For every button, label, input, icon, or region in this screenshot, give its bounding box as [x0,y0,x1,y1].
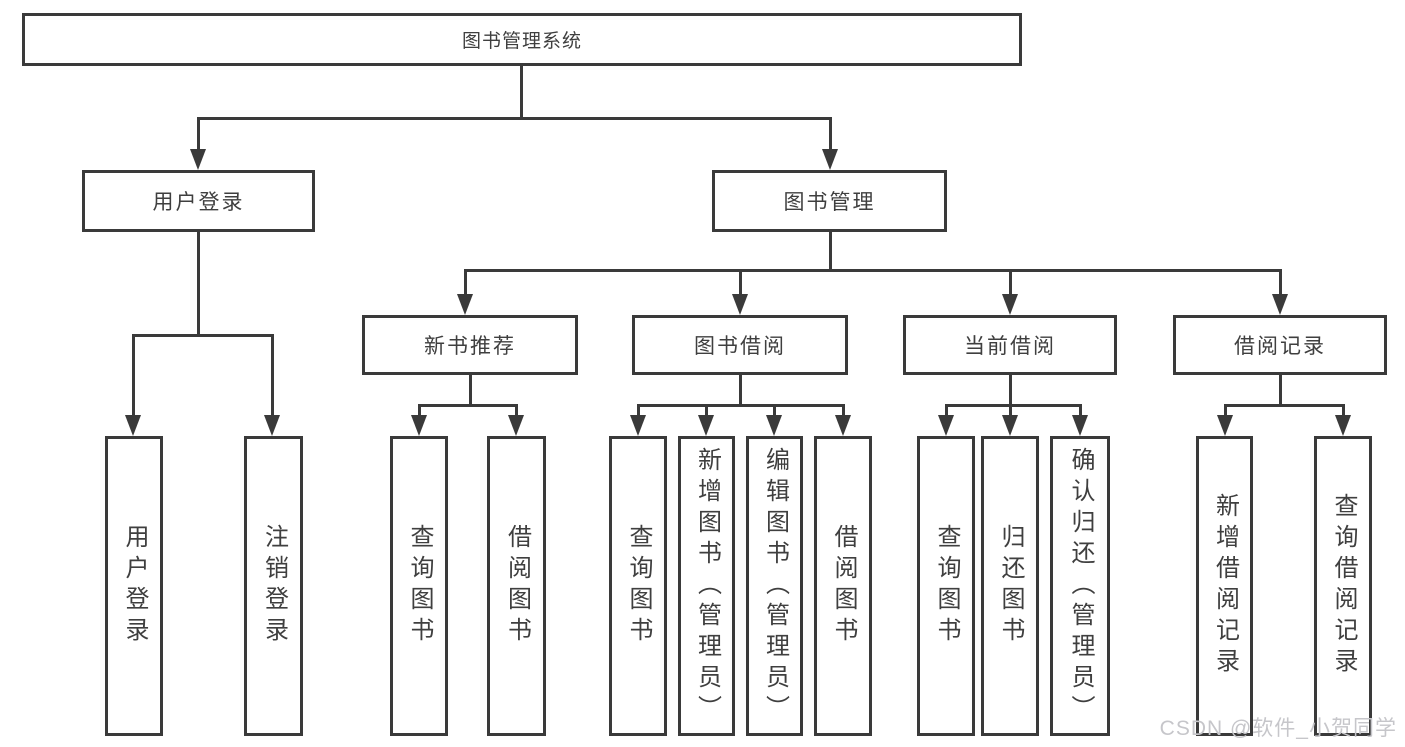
connector-arrow [1272,294,1288,315]
node-book-borrowing: 图书借阅 [632,315,848,375]
node-label: 编辑图书（管理员） [761,446,789,726]
leaf-add-books-admin: 新增图书（管理员） [678,436,735,736]
leaf-user-login: 用户登录 [105,436,163,736]
leaf-query-books-borrowing: 查询图书 [609,436,667,736]
connector-line [829,232,832,271]
connector-arrow [766,415,782,436]
node-new-book-recommend: 新书推荐 [362,315,578,375]
connector-line [464,269,1282,272]
node-label: 借阅记录 [1234,335,1326,358]
connector-arrow [508,415,524,436]
connector-arrow [630,415,646,436]
connector-line [418,404,518,407]
connector-line [829,117,832,157]
connector-line [271,334,274,424]
node-label: 归还图书 [997,524,1024,648]
node-label: 用户登录 [152,191,245,214]
connector-line [1009,269,1012,304]
connector-line [637,404,845,407]
connector-arrow [1072,415,1088,436]
node-label: 查询借阅记录 [1330,493,1357,679]
connector-arrow [732,294,748,315]
node-label: 注销登录 [260,524,288,648]
node-label: 借阅图书 [503,524,531,648]
leaf-edit-books-admin: 编辑图书（管理员） [746,436,803,736]
connector-arrow [1002,294,1018,315]
connector-arrow [1002,415,1018,436]
node-label: 查询图书 [625,524,652,648]
node-label: 用户登录 [121,524,148,648]
connector-arrow [1217,415,1233,436]
node-label: 确认归还（管理员） [1067,446,1094,726]
node-book-management-system: 图书管理系统 [22,13,1022,66]
node-label: 新增图书（管理员） [693,446,721,726]
node-borrowing-records: 借阅记录 [1173,315,1387,375]
connector-arrow [264,415,280,436]
leaf-query-books-current: 查询图书 [917,436,975,736]
connector-line [1279,269,1282,304]
connector-line [739,269,742,304]
connector-line [1224,404,1345,407]
node-label: 查询图书 [933,524,960,648]
connector-arrow [698,415,714,436]
connector-line [132,334,135,424]
leaf-return-books: 归还图书 [981,436,1039,736]
node-label: 新书推荐 [424,335,516,358]
csdn-watermark: CSDN @软件_小贺同学 [1159,717,1397,740]
connector-line [469,374,472,406]
connector-arrow [457,294,473,315]
node-label: 借阅图书 [830,524,857,648]
connector-line [197,232,200,336]
leaf-add-borrow-record: 新增借阅记录 [1196,436,1253,736]
leaf-borrow-books: 借阅图书 [814,436,872,736]
leaf-borrow-books-recommend: 借阅图书 [487,436,546,736]
connector-arrow [411,415,427,436]
connector-line [945,404,1082,407]
leaf-query-borrow-record: 查询借阅记录 [1314,436,1372,736]
connector-arrow [125,415,141,436]
connector-line [739,374,742,406]
connector-line [132,334,274,337]
connector-line [464,269,467,304]
node-label: 新增借阅记录 [1211,493,1239,679]
node-current-borrowing: 当前借阅 [903,315,1117,375]
node-label: 图书借阅 [694,335,786,358]
connector-arrow [938,415,954,436]
connector-line [197,117,832,120]
connector-arrow [835,415,851,436]
connector-line [1279,374,1282,406]
leaf-query-books-recommend: 查询图书 [390,436,448,736]
node-user-login: 用户登录 [82,170,315,232]
leaf-logout: 注销登录 [244,436,303,736]
connector-line [1009,374,1012,406]
node-book-management: 图书管理 [712,170,947,232]
connector-line [197,117,200,157]
connector-arrow [190,149,206,170]
leaf-confirm-return-admin: 确认归还（管理员） [1050,436,1110,736]
node-label: 图书管理系统 [461,31,582,52]
connector-arrow [1335,415,1351,436]
node-label: 图书管理 [783,191,876,214]
node-label: 查询图书 [406,524,433,648]
connector-arrow [822,149,838,170]
node-label: 当前借阅 [964,335,1056,358]
connector-line [520,66,523,119]
